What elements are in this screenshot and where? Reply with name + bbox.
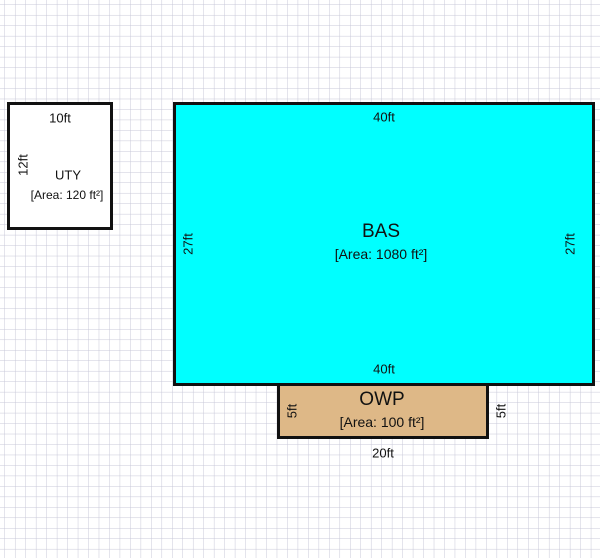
owp-area: [Area: 100 ft²] bbox=[339, 414, 425, 430]
uty-name: UTY bbox=[55, 167, 81, 183]
bas-bottom-dimension: 40ft bbox=[373, 361, 395, 377]
bas-right-dimension: 27ft bbox=[562, 233, 578, 255]
uty-left-dimension: 12ft bbox=[15, 154, 31, 176]
bas-left-dimension: 27ft bbox=[180, 233, 196, 255]
bas-area: [Area: 1080 ft²] bbox=[334, 246, 428, 262]
owp-right-dimension: 5ft bbox=[493, 403, 509, 419]
owp-left-dimension: 5ft bbox=[284, 403, 300, 419]
owp-bottom-dimension: 20ft bbox=[372, 445, 394, 461]
uty-area: [Area: 120 ft²] bbox=[30, 188, 104, 202]
room-owp[interactable] bbox=[277, 383, 489, 439]
room-uty[interactable] bbox=[7, 102, 113, 230]
owp-name: OWP bbox=[359, 389, 405, 410]
bas-top-dimension: 40ft bbox=[373, 109, 395, 125]
bas-name: BAS bbox=[361, 221, 401, 242]
room-bas[interactable] bbox=[173, 102, 595, 386]
uty-top-dimension: 10ft bbox=[49, 110, 71, 126]
